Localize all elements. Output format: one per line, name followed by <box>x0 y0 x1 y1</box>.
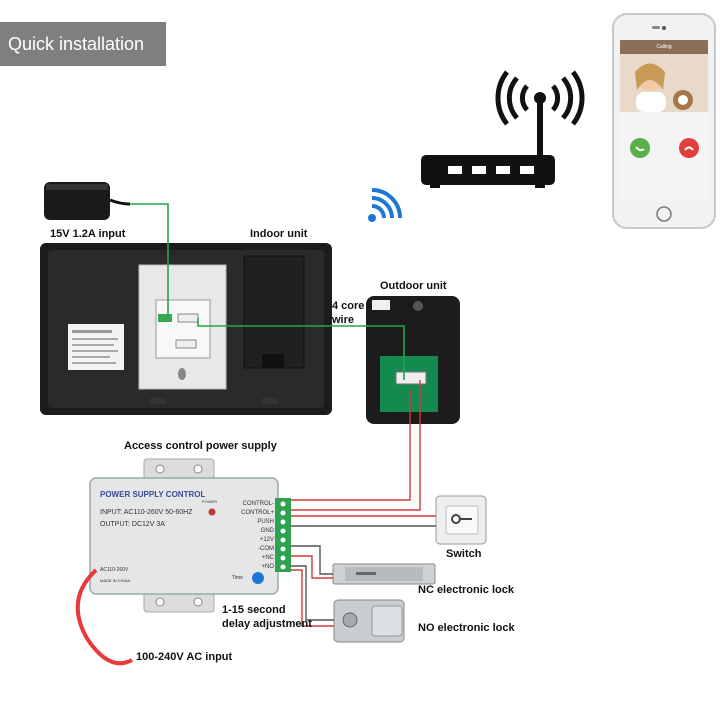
power-input-label: 15V 1.2A input <box>50 228 126 240</box>
smartphone <box>612 13 716 229</box>
psu-output-spec: OUTPUT: DC12V 3A <box>100 521 165 528</box>
psu-terminal-labels: CONTROL- CONTROL+ PUSH GND +12V -COM +NC… <box>232 500 274 572</box>
green-wires <box>130 203 405 380</box>
exit-switch <box>435 495 487 545</box>
psu-time-label: Time <box>232 575 243 581</box>
terminal-label: CONTROL- <box>242 501 274 507</box>
psu-power-led-label: POWER <box>202 499 218 504</box>
terminal-label: CONTROL+ <box>241 510 274 516</box>
terminal-label: GND <box>260 528 274 534</box>
delay-label-line1: 1-15 second <box>222 604 286 616</box>
psu-input-spec: INPUT: AC110-260V 50-60HZ <box>100 509 193 516</box>
terminal-label: +NC <box>261 555 274 561</box>
nc-electronic-lock <box>332 563 436 585</box>
wifi-icon <box>368 188 402 222</box>
home-button <box>656 206 672 222</box>
phone-screen-title: Calling <box>656 44 672 50</box>
wire-label-line1: 4 core <box>332 300 365 312</box>
section-banner: Quick installation <box>0 22 166 66</box>
access-supply-label: Access control power supply <box>124 440 277 452</box>
psu-ac-label: AC110-260V <box>100 567 129 573</box>
terminal-label: PUSH <box>257 519 274 525</box>
terminal-label: +12V <box>259 537 274 543</box>
psu-title: POWER SUPPLY CONTROL <box>100 490 206 499</box>
power-adapter-icon <box>44 182 131 220</box>
no-electronic-lock <box>333 599 405 643</box>
outdoor-unit <box>366 296 460 424</box>
psu-made-in-label: MADE IN CHINA <box>100 578 131 583</box>
ac-input-label: 100-240V AC input <box>136 651 233 663</box>
ac-input-cable <box>75 568 133 666</box>
router-icon <box>421 70 585 188</box>
terminal-label: -COM <box>258 546 274 552</box>
switch-label: Switch <box>446 548 482 560</box>
outdoor-unit-label: Outdoor unit <box>380 280 447 292</box>
wire-label-line2: wire <box>332 314 355 326</box>
access-power-supply <box>89 458 291 613</box>
indoor-unit <box>40 243 332 415</box>
indoor-unit-label: Indoor unit <box>250 228 308 240</box>
delay-label-line2: delay adjustment <box>222 618 312 630</box>
nc-lock-label: NC electronic lock <box>418 584 514 596</box>
answer-call-icon <box>630 138 650 158</box>
terminal-label: +NO <box>261 564 274 570</box>
red-wires <box>291 380 436 627</box>
no-lock-label: NO electronic lock <box>418 622 515 634</box>
